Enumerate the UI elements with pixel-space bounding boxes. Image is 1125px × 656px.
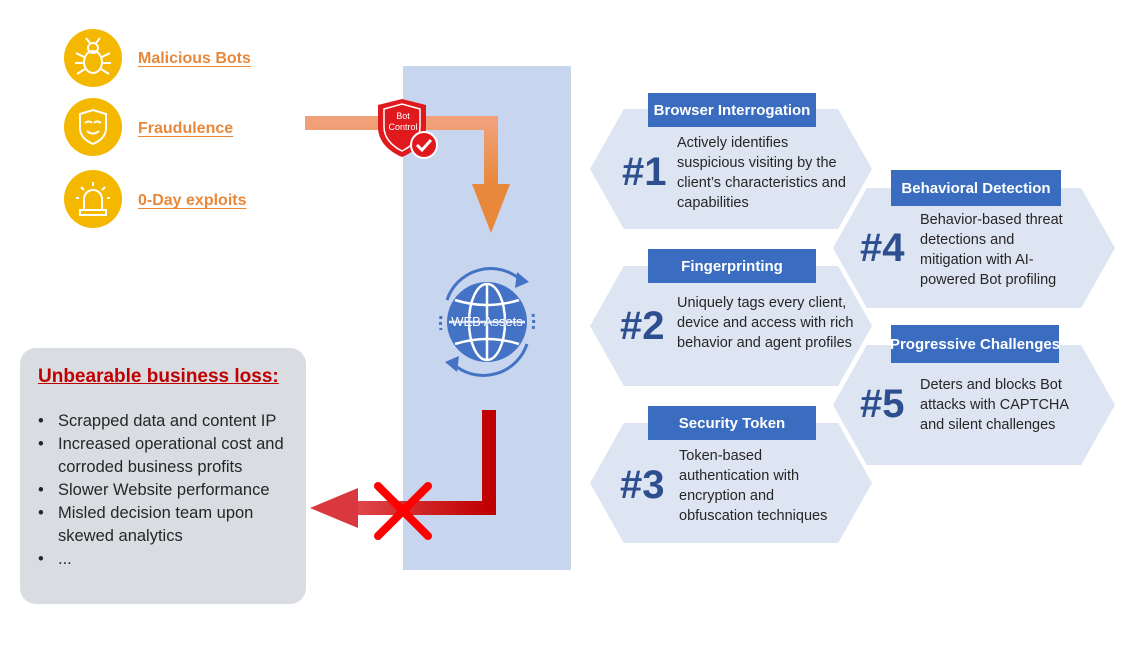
- blocked-arrow-head: [310, 488, 358, 528]
- feature-title-3: Security Token: [648, 406, 816, 440]
- bug-icon: [75, 37, 111, 75]
- feature-hex-4: [833, 188, 1115, 308]
- feature-desc-2: Uniquely tags every client, device and a…: [677, 295, 854, 351]
- threat-label-zero-day: 0-Day exploits: [138, 192, 247, 209]
- feature-desc-1: Actively identifies suspicious visiting …: [677, 135, 846, 211]
- business-loss-list: Scrapped data and content IP Increased o…: [36, 410, 296, 571]
- feature-desc-3: Token-based authentication with encrypti…: [679, 448, 828, 524]
- web-assets-label: WEB Assets: [451, 314, 523, 329]
- threat-label-malicious-bots: Malicious Bots: [138, 50, 251, 67]
- feature-number-5: #5: [860, 382, 905, 426]
- alarm-siren-icon: [76, 182, 110, 216]
- feature-hex-2: [590, 266, 872, 386]
- feature-title-4: Behavioral Detection: [891, 170, 1061, 206]
- shield-icon: [378, 99, 438, 159]
- feature-number-3: #3: [620, 463, 665, 507]
- feature-hex-5: [833, 345, 1115, 465]
- globe-refresh-icon: [438, 267, 536, 377]
- business-loss-panel: Unbearable business loss: Scrapped data …: [20, 348, 306, 604]
- feature-title-2: Fingerprinting: [648, 249, 816, 283]
- feature-hex-3: [590, 423, 872, 543]
- list-item: Slower Website performance: [36, 479, 296, 502]
- bot-control-label-line2: Control: [388, 122, 418, 132]
- feature-number-1: #1: [622, 150, 667, 194]
- fraudulence-icon: [64, 98, 122, 156]
- web-assets-globe: WEB Assets: [425, 260, 549, 384]
- feature-desc-5: Deters and blocks Bot attacks with CAPTC…: [920, 377, 1069, 433]
- malicious-bots-icon: [64, 29, 122, 87]
- bot-control-label-line1: Bot: [396, 111, 410, 121]
- feature-title-1: Browser Interrogation: [648, 93, 816, 127]
- feature-number-2: #2: [620, 304, 665, 348]
- incoming-arrow-head: [472, 184, 510, 233]
- threat-label-fraudulence: Fraudulence: [138, 120, 234, 137]
- feature-title-5: Progressive Challenges: [890, 325, 1060, 363]
- blocked-x-icon: [374, 482, 432, 540]
- list-item: Scrapped data and content IP: [36, 410, 296, 433]
- mask-shield-icon: [79, 108, 107, 146]
- feature-desc-4: Behavior-based threat detections and mit…: [920, 212, 1063, 288]
- business-loss-title: Unbearable business loss:: [38, 366, 279, 387]
- zero-day-icon: [64, 170, 122, 228]
- list-item: Misled decision team upon skewed analyti…: [36, 502, 296, 548]
- feature-number-4: #4: [860, 226, 905, 270]
- bot-control-shield: Bot Control: [374, 97, 440, 163]
- feature-hex-1: [590, 109, 872, 229]
- list-item: ...: [36, 548, 296, 571]
- list-item: Increased operational cost and corroded …: [36, 433, 296, 479]
- incoming-traffic-arrow: [305, 116, 498, 185]
